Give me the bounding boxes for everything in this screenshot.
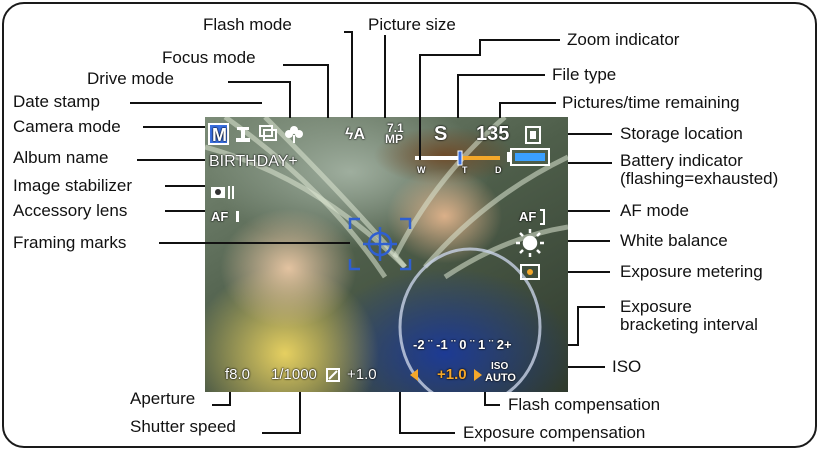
flash-mode-value: ϟA	[345, 126, 366, 143]
label-bracketing-line2: bracketing interval	[620, 315, 758, 334]
af-mode-bracket	[540, 209, 545, 225]
focus-mode-icon	[285, 126, 303, 143]
drive-mode-icon	[259, 125, 277, 141]
aperture-value: f8.0	[225, 366, 251, 383]
label-album-name: Album name	[13, 148, 109, 167]
camera-mode-value: M	[212, 125, 227, 145]
iso-bottom: AUTO	[485, 372, 516, 384]
camera-lcd-screen: M ϟA 7.1 MP S 135 BIRTHDAY+ W T D AF AF …	[205, 117, 568, 392]
af-mode-value: AF	[519, 209, 537, 224]
lcd-overlay-graphics	[205, 117, 568, 392]
file-type-value: S	[434, 123, 448, 145]
date-stamp-icon	[236, 127, 250, 142]
label-camera-mode: Camera mode	[13, 117, 121, 136]
zoom-t-label: T	[462, 165, 468, 175]
storage-location-icon	[525, 126, 541, 144]
label-framing-marks: Framing marks	[13, 233, 127, 252]
racket	[398, 247, 542, 392]
label-white-balance: White balance	[620, 231, 728, 250]
iso-top: ISO	[491, 361, 509, 372]
image-stabilizer-icon	[211, 186, 234, 199]
diagram-frame	[2, 2, 817, 448]
label-exposure-compensation: Exposure compensation	[463, 423, 646, 442]
label-aperture: Aperture	[130, 389, 196, 408]
zoom-w-label: W	[417, 165, 426, 175]
label-battery-indicator: Battery indicator (flashing=exhausted)	[620, 152, 778, 188]
label-bracketing: Exposure bracketing interval	[620, 298, 758, 334]
album-name-value: BIRTHDAY+	[209, 153, 298, 170]
label-iso: ISO	[612, 357, 642, 376]
label-accessory-lens: Accessory lens	[13, 201, 128, 220]
label-flash-compensation: Flash compensation	[508, 395, 661, 414]
label-zoom-indicator: Zoom indicator	[567, 30, 680, 49]
label-file-type: File type	[552, 65, 617, 84]
zoom-d-label: D	[495, 165, 502, 175]
zoom-bar	[415, 150, 500, 166]
accessory-lens-mark	[236, 211, 239, 222]
label-flash-mode: Flash mode	[203, 15, 292, 34]
palm-fronds	[205, 117, 568, 280]
battery-icon	[507, 148, 550, 166]
exposure-comp-value: +1.0	[347, 366, 377, 383]
camera-mode-icon-box	[208, 123, 229, 145]
accessory-lens-value: AF	[211, 209, 229, 224]
label-image-stabilizer: Image stabilizer	[13, 176, 133, 195]
picture-size-bottom: MP	[385, 132, 403, 146]
flash-comp-icon	[410, 369, 482, 381]
label-storage-location: Storage location	[620, 124, 743, 143]
label-exposure-metering: Exposure metering	[620, 262, 763, 281]
label-date-stamp: Date stamp	[13, 92, 100, 111]
shutter-value: 1/1000	[271, 366, 317, 383]
pictures-remaining-value: 135	[476, 123, 510, 145]
label-battery-line1: Battery indicator	[620, 151, 743, 170]
flash-comp-value: +1.0	[437, 366, 467, 383]
label-af-mode: AF mode	[620, 201, 689, 220]
label-pictures-remaining: Pictures/time remaining	[562, 93, 740, 112]
label-focus-mode: Focus mode	[162, 48, 256, 67]
framing-marks-icon	[348, 217, 412, 271]
label-shutter-speed: Shutter speed	[130, 417, 236, 436]
picture-size-top: 7.1	[387, 121, 404, 135]
label-battery-line2: (flashing=exhausted)	[620, 169, 779, 188]
label-bracketing-line1: Exposure	[620, 297, 692, 316]
white-balance-icon	[516, 229, 544, 257]
bracketing-scale: -2 ¨ -1 ¨ 0 ¨ 1 ¨ 2+	[413, 337, 512, 352]
label-drive-mode: Drive mode	[87, 69, 174, 88]
exposure-metering-icon	[520, 264, 540, 280]
label-picture-size: Picture size	[368, 15, 456, 34]
exposure-comp-icon	[326, 368, 340, 382]
